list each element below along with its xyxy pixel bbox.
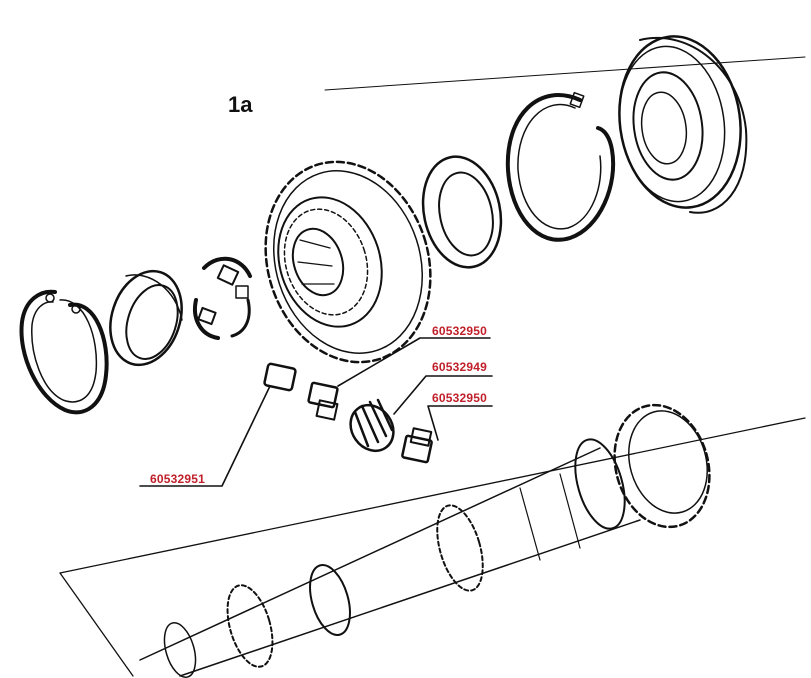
callout-part-number-spring: 60532949 [432, 360, 487, 374]
callout-part-number-sleeve-right: 60532950 [432, 391, 487, 405]
spring-shape [349, 398, 395, 453]
leader-lines [139, 337, 493, 487]
needle-cage [193, 256, 252, 340]
thrust-washer-right [421, 155, 503, 269]
thrust-washer [109, 269, 183, 367]
circlip-right [505, 91, 616, 242]
figure-label: 1a [228, 92, 253, 117]
ball-bearing [618, 35, 748, 214]
callout-part-number-key-block: 60532951 [150, 472, 205, 486]
gear-shaft [139, 403, 711, 678]
frame-lines [59, 56, 806, 677]
sleeve-left-shape [307, 381, 339, 421]
callout-part-number-sleeve-left: 60532950 [432, 324, 487, 338]
key-block-shape [263, 362, 297, 392]
circlip-left [19, 289, 109, 415]
sleeve-right-shape [401, 427, 433, 464]
helical-gear [264, 160, 432, 364]
